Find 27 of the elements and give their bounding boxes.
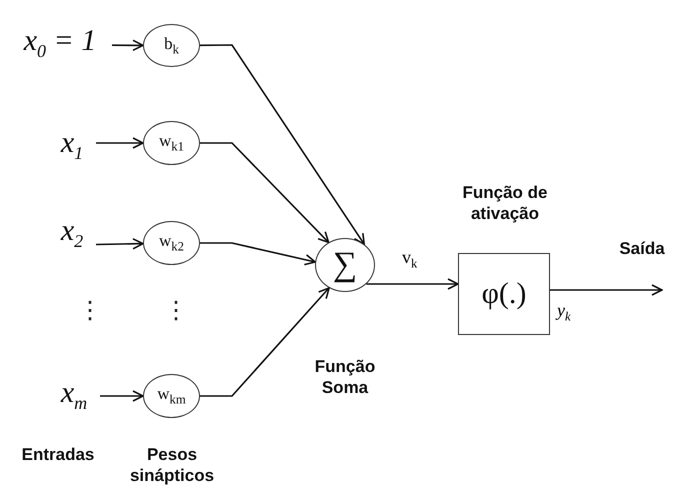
output-caption: Saída — [618, 238, 666, 260]
vertical-ellipsis: ⋮ — [78, 298, 102, 322]
arrow — [200, 287, 330, 397]
weight-node: w$_{k2}$ — [143, 221, 200, 265]
column-caption: Pesos sinápticos — [128, 444, 216, 486]
column-caption: Entradas — [20, 444, 96, 466]
weight-node: b$_{k}$ — [143, 24, 200, 67]
arrow — [200, 242, 316, 266]
summation-node: ∑ — [315, 238, 375, 292]
arrow — [96, 238, 144, 250]
input-label: x$_{1}$ — [48, 124, 96, 166]
input-label: x$_{2}$ — [48, 212, 96, 254]
arrow — [112, 40, 144, 52]
node-caption: Função de ativação — [461, 182, 548, 224]
weight-node: w$_{km}$ — [143, 374, 200, 418]
input-label: x$_{0}$ = 1 — [8, 22, 112, 64]
weight-node: w$_{k1}$ — [143, 121, 200, 165]
arrow — [100, 390, 144, 402]
arrow — [200, 142, 330, 244]
activation-function-box: φ(.) — [458, 253, 550, 335]
vertical-ellipsis: ⋮ — [164, 298, 188, 322]
arrow — [366, 278, 459, 290]
node-caption: Função Soma — [314, 356, 376, 398]
arrow — [96, 137, 144, 149]
input-label: x$_{m}$ — [48, 374, 100, 416]
arrow — [200, 44, 365, 245]
arrow — [550, 284, 663, 296]
